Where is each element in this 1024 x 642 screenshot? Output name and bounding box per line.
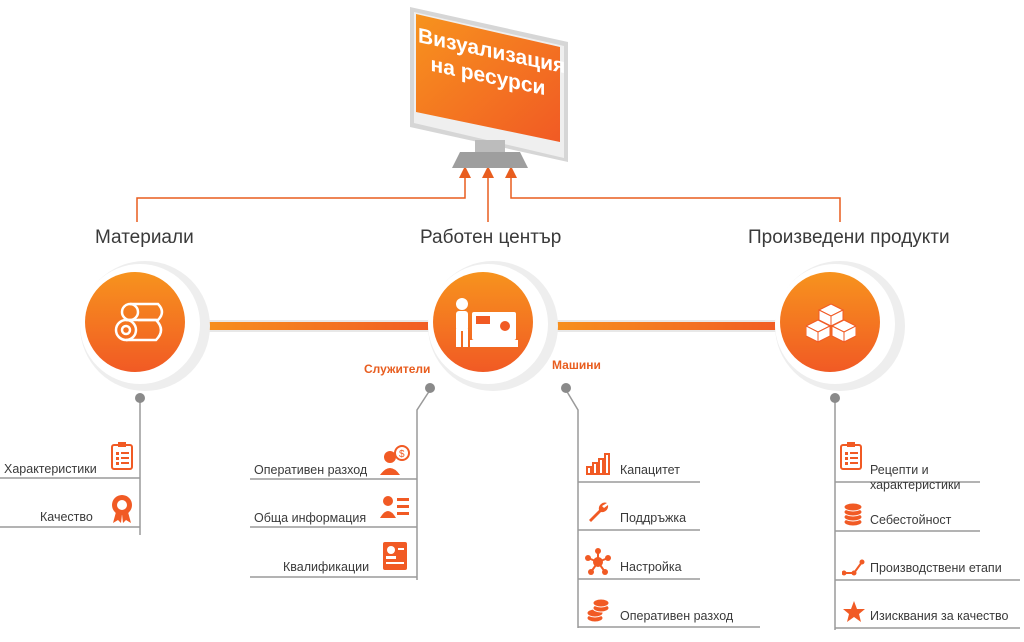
worker-machine-icon — [456, 298, 518, 347]
person-cost-icon: $ — [380, 445, 410, 475]
list-item: Настройка — [620, 560, 682, 574]
item-label: Производствени етапи — [870, 561, 1002, 575]
list-item: Рецепти и характеристики — [870, 449, 960, 492]
coins-icon — [843, 502, 863, 527]
list-item: Производствени етапи — [870, 561, 1002, 575]
monitor-icon — [410, 7, 568, 168]
list-item: Квалификации — [283, 560, 369, 574]
steps-icon — [842, 559, 865, 576]
clipboard-icon — [111, 442, 133, 470]
item-label: Квалификации — [283, 560, 370, 574]
monitor — [400, 2, 580, 182]
boxes-icon — [806, 303, 856, 343]
products-title: Произведени продукти — [748, 227, 950, 248]
machines-label: Машини — [552, 358, 601, 372]
list-item: Изисквания за качество — [870, 609, 1008, 623]
workcenter-title: Работен център — [420, 227, 562, 248]
list-item: Оперативен разход — [620, 609, 733, 623]
employees-label: Служители — [364, 362, 431, 376]
item-label: Оперативен разход — [620, 609, 734, 623]
item-label: Поддръжка — [620, 511, 687, 525]
bar-chart-icon — [586, 453, 610, 475]
list-item: Характеристики — [4, 462, 97, 476]
item-label: Оперативен разход — [254, 463, 368, 477]
list-item: Поддръжка — [620, 511, 686, 525]
item-label: Рецепти и характеристики — [870, 463, 961, 492]
item-label: Характеристики — [4, 462, 97, 476]
item-label: Капацитет — [620, 463, 680, 477]
list-item: Капацитет — [620, 463, 680, 477]
list-item: Обща информация — [254, 511, 366, 525]
wrench-icon — [589, 502, 609, 522]
item-label: Себестойност — [870, 513, 952, 527]
item-label: Настройка — [620, 560, 682, 574]
item-label: Обща информация — [254, 511, 367, 525]
item-label: Качество — [40, 510, 93, 524]
svg-text:$: $ — [399, 449, 405, 460]
item-label: Изисквания за качество — [870, 609, 1009, 623]
contacts-icon — [380, 496, 409, 518]
list-item: Качество — [40, 510, 93, 524]
coins-icon — [586, 598, 610, 623]
id-card-icon — [383, 542, 407, 570]
logs-icon — [114, 302, 164, 342]
list-item: Оперативен разход — [254, 463, 367, 477]
network-icon — [585, 548, 611, 575]
star-icon — [843, 601, 865, 622]
award-ribbon-icon — [112, 495, 132, 523]
clipboard-icon — [840, 442, 862, 470]
materials-title: Материали — [95, 227, 194, 248]
list-item: Себестойност — [870, 513, 951, 527]
